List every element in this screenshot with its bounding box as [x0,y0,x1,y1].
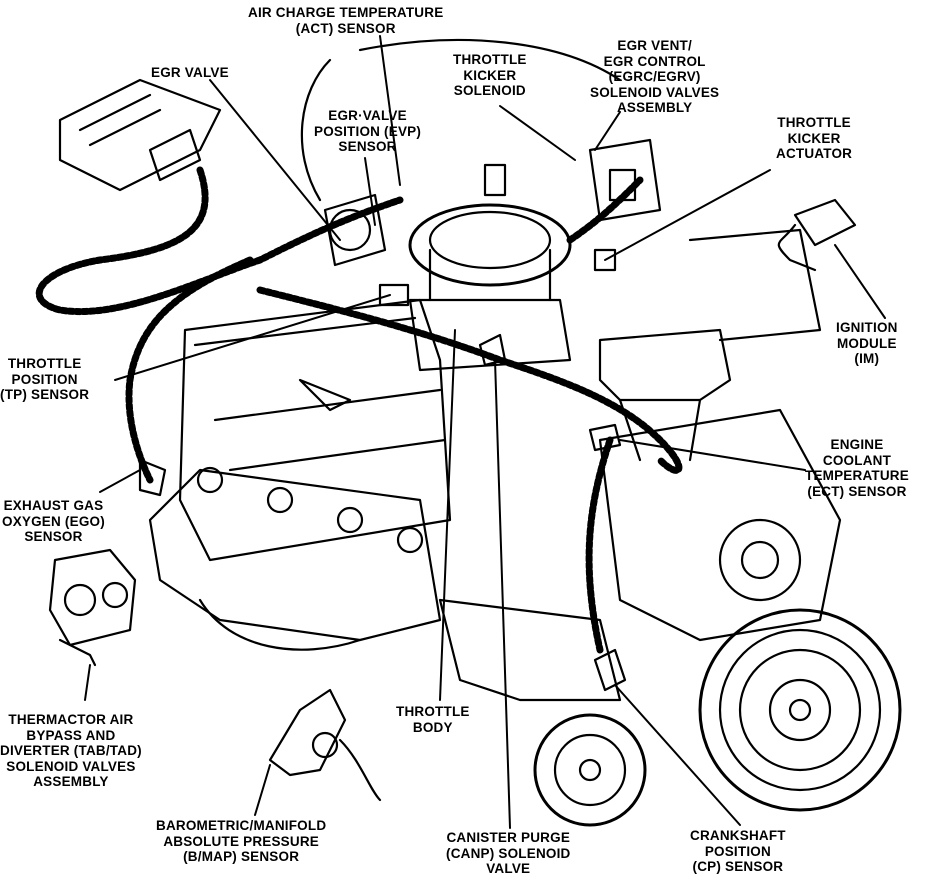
label-throttle-body: THROTTLE BODY [396,704,470,735]
harness-front [256,286,683,474]
throttle-body-outline [408,298,572,372]
ect-sensor-body [588,423,622,452]
label-tp-sensor: THROTTLE POSITION (TP) SENSOR [0,356,90,402]
label-ego-sensor: EXHAUST GAS OXYGEN (EGO) SENSOR [2,498,105,544]
valve-cover [178,298,452,562]
ecu-module [58,78,222,192]
label-throttle-kicker-solenoid: THROTTLE KICKER SOLENOID [453,52,527,98]
egrc-assembly-body [588,138,662,222]
egr-valve-body [323,193,387,267]
accessory-pulley [533,713,647,827]
label-egrc-egrv-assembly: EGR VENT/ EGR CONTROL (EGRC/EGRV) SOLENO… [590,38,720,115]
crankshaft-pulley [698,608,902,812]
canp-valve-body [478,333,507,367]
label-tab-tad-assembly: THERMACTOR AIR BYPASS AND DIVERTER (TAB/… [0,712,142,789]
exhaust-manifold [148,468,442,642]
label-egr-valve: EGR VALVE [151,65,229,80]
tp-sensor-body [378,283,410,307]
timing-cover [598,408,842,642]
kicker-actuator-body [593,248,617,272]
label-ect-sensor: ENGINE COOLANT TEMPERATURE (ECT) SENSOR [805,437,909,499]
ego-sensor-body [138,458,167,497]
label-act-sensor: AIR CHARGE TEMPERATURE (ACT) SENSOR [248,5,444,36]
cp-sensor-body [593,648,627,692]
water-pump-pulley [718,518,802,602]
engine-block [438,598,622,702]
ignition-module-body [793,198,857,247]
harness-right [566,176,644,244]
throttle-body-top [408,203,572,287]
label-cp-sensor: CRANKSHAFT POSITION (CP) SENSOR [690,828,786,874]
kicker-solenoid-body [483,163,507,197]
tab-assembly-body [48,548,137,647]
harness-left [35,166,404,315]
label-throttle-kicker-actuator: THROTTLE KICKER ACTUATOR [776,115,853,161]
air-cleaner-outline [300,38,622,202]
label-evp-sensor: EGR·VALVE POSITION (EVP) SENSOR [314,108,422,154]
harness-ego [125,256,254,484]
label-ignition-module: IGNITION MODULE (IM) [836,320,898,366]
map-sensor-body [268,688,347,777]
harness-cp [585,436,614,654]
distributor [598,328,732,402]
label-canp-valve: CANISTER PURGE (CANP) SOLENOID VALVE [446,830,571,876]
label-map-sensor: BAROMETRIC/MANIFOLD ABSOLUTE PRESSURE (B… [156,818,327,864]
